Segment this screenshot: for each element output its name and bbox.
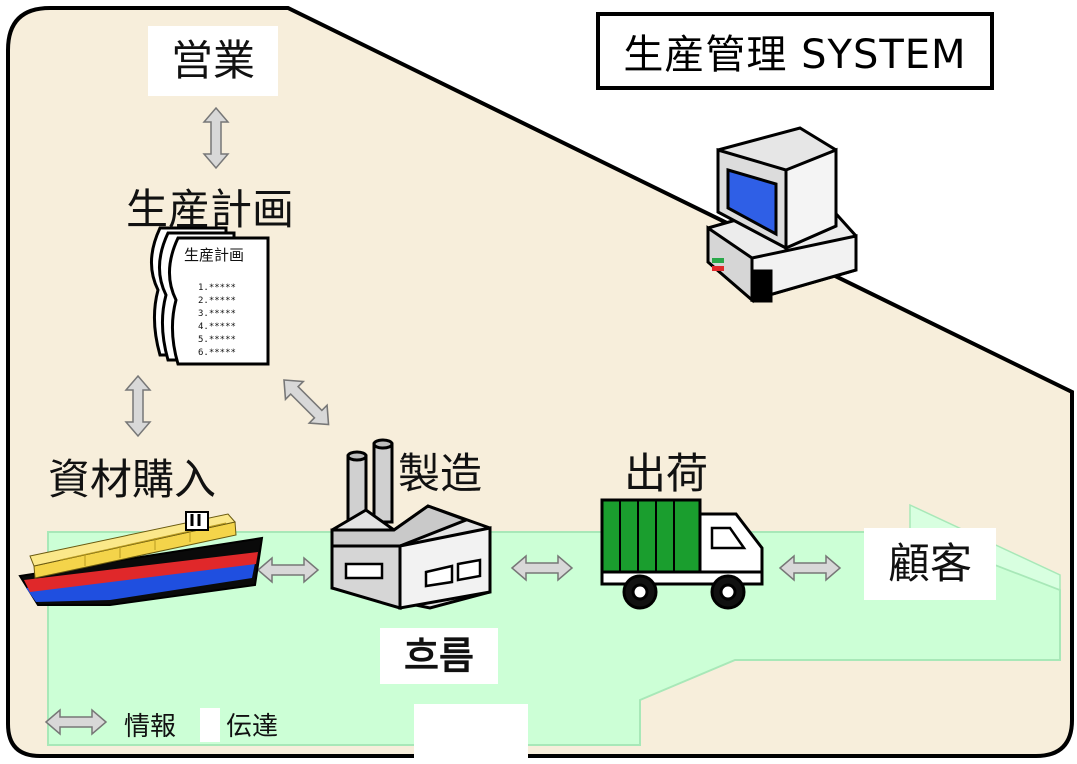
flow-label: 흐름 bbox=[380, 628, 498, 684]
node-customer: 顧客 bbox=[864, 528, 996, 600]
node-planning: 生産計画 bbox=[126, 185, 295, 234]
document-heading: 生産計画 bbox=[184, 246, 245, 264]
legend-label-transfer: 伝達 bbox=[226, 712, 279, 742]
document-stack-icon bbox=[149, 226, 270, 366]
truck-icon bbox=[600, 498, 764, 610]
document-item: 1.***** bbox=[198, 283, 236, 293]
factory-icon bbox=[330, 438, 492, 611]
document-item: 6.***** bbox=[198, 348, 236, 358]
document-item: 2.***** bbox=[198, 296, 236, 306]
legend-gap-box bbox=[200, 708, 220, 742]
document-items: 1.***** 2.***** 3.***** 4.***** 5.***** … bbox=[198, 282, 236, 360]
title-box: 生産管理 SYSTEM bbox=[596, 12, 994, 90]
node-shipping: 出荷 bbox=[624, 449, 709, 498]
legend-label-info: 情報 bbox=[124, 712, 177, 742]
node-manufacturing: 製造 bbox=[398, 449, 483, 498]
computer-icon bbox=[706, 126, 858, 304]
blank-white-box bbox=[414, 704, 528, 760]
page-title: 生産管理 SYSTEM bbox=[623, 32, 967, 78]
document-item: 3.***** bbox=[198, 309, 236, 319]
node-purchasing: 資材購入 bbox=[48, 455, 217, 504]
ship-icon bbox=[18, 511, 264, 606]
document-item: 4.***** bbox=[198, 322, 236, 332]
document-item: 5.***** bbox=[198, 335, 236, 345]
node-sales: 営業 bbox=[148, 26, 278, 96]
